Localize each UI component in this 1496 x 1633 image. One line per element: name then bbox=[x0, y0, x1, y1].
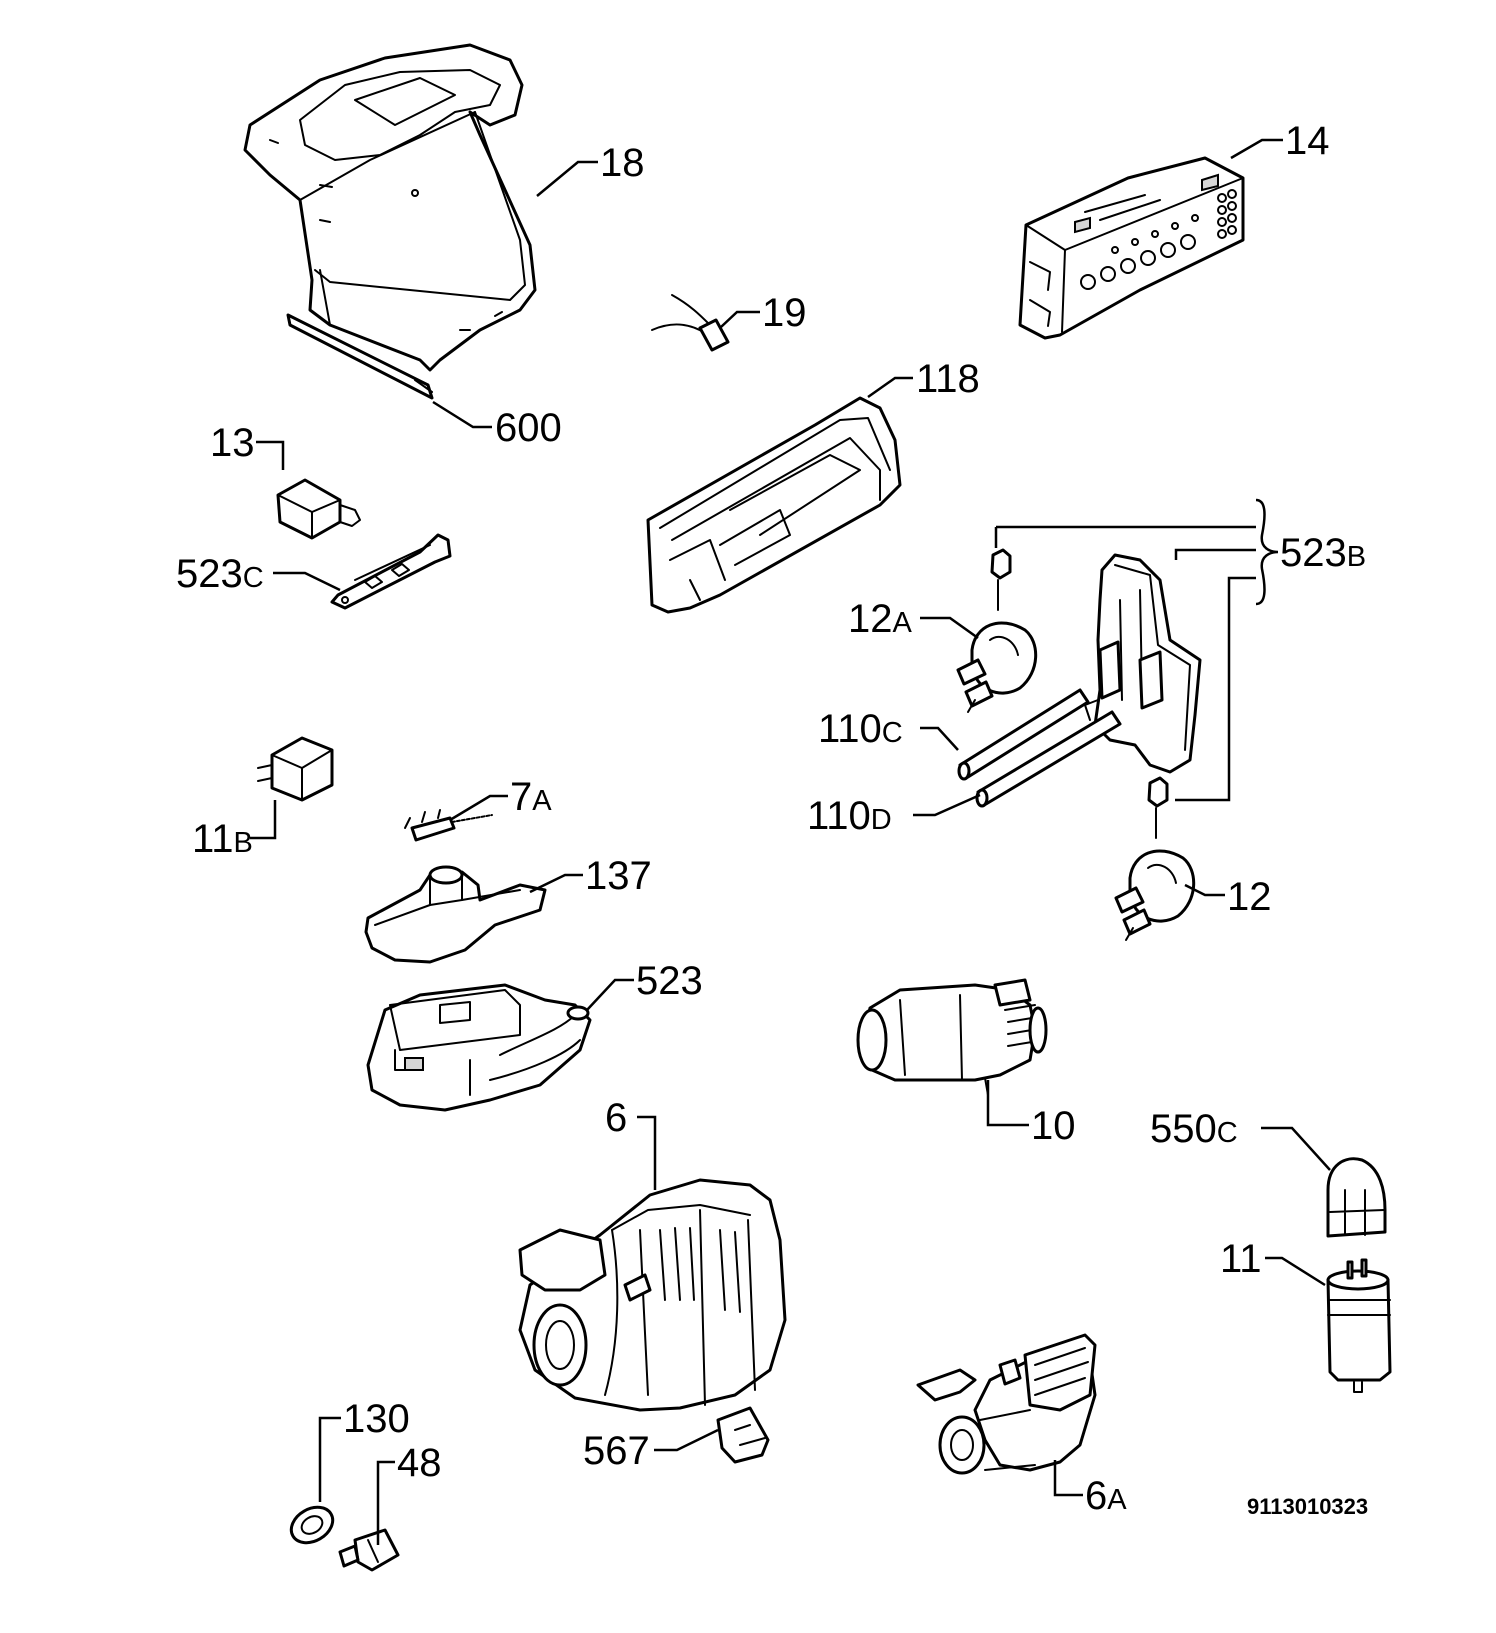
callout-600: 600 bbox=[495, 406, 562, 450]
callout-110C: 110C bbox=[818, 707, 903, 751]
part-11B-relay bbox=[257, 736, 334, 802]
part-118-dispenser bbox=[646, 396, 902, 614]
part-12-pressure-switch bbox=[1114, 776, 1196, 941]
callout-18: 18 bbox=[600, 141, 645, 185]
callout-12A: 12A bbox=[848, 597, 913, 641]
callout-14: 14 bbox=[1285, 119, 1330, 163]
part-10-heater bbox=[856, 978, 1048, 1096]
callout-137: 137 bbox=[585, 854, 652, 898]
part-6-motor bbox=[518, 1178, 787, 1412]
leader-lines bbox=[250, 138, 1331, 1545]
part-523C-bracket bbox=[330, 533, 452, 610]
part-48-plug bbox=[338, 1528, 400, 1572]
drawing-number: 9113010323 bbox=[1247, 1494, 1368, 1519]
part-7A-clip bbox=[404, 809, 493, 842]
callout-11B: 11B bbox=[192, 817, 253, 861]
callout-523C: 523C bbox=[176, 552, 264, 596]
callout-523B: 523B bbox=[1280, 531, 1366, 575]
part-19-sensor bbox=[651, 294, 730, 352]
callout-19: 19 bbox=[762, 291, 807, 335]
callout-11: 11 bbox=[1220, 1237, 1262, 1281]
callout-6: 6 bbox=[605, 1096, 627, 1140]
part-130-seal bbox=[289, 1505, 335, 1545]
callout-523: 523 bbox=[636, 959, 703, 1003]
part-567-clip bbox=[716, 1406, 770, 1464]
part-110C-hose bbox=[957, 688, 1090, 781]
part-137-cover bbox=[364, 865, 547, 964]
callout-48: 48 bbox=[397, 1441, 442, 1485]
callout-118: 118 bbox=[916, 357, 980, 401]
part-523-housing bbox=[366, 983, 592, 1112]
callout-13: 13 bbox=[210, 421, 255, 465]
part-523B-bracket bbox=[1084, 553, 1202, 774]
callout-110D: 110D bbox=[807, 794, 892, 838]
callout-7A: 7A bbox=[510, 775, 552, 819]
part-18-duct bbox=[243, 43, 537, 400]
callout-10: 10 bbox=[1031, 1104, 1076, 1148]
part-550C-cap bbox=[1326, 1157, 1387, 1238]
callout-6A: 6A bbox=[1085, 1474, 1127, 1518]
part-14-control-board bbox=[1018, 156, 1245, 340]
part-11-capacitor bbox=[1326, 1258, 1392, 1393]
callout-labels: 18 14 19 118 600 13 523C 523B 12A 110C 1… bbox=[176, 119, 1368, 1519]
callout-130: 130 bbox=[343, 1397, 410, 1441]
callout-567: 567 bbox=[583, 1429, 650, 1473]
part-12A-pressure-switch bbox=[956, 548, 1038, 713]
part-6A-drain-pump bbox=[916, 1333, 1097, 1475]
callout-12: 12 bbox=[1227, 875, 1272, 919]
callout-550C: 550C bbox=[1150, 1107, 1238, 1151]
part-13-switch bbox=[276, 478, 361, 540]
